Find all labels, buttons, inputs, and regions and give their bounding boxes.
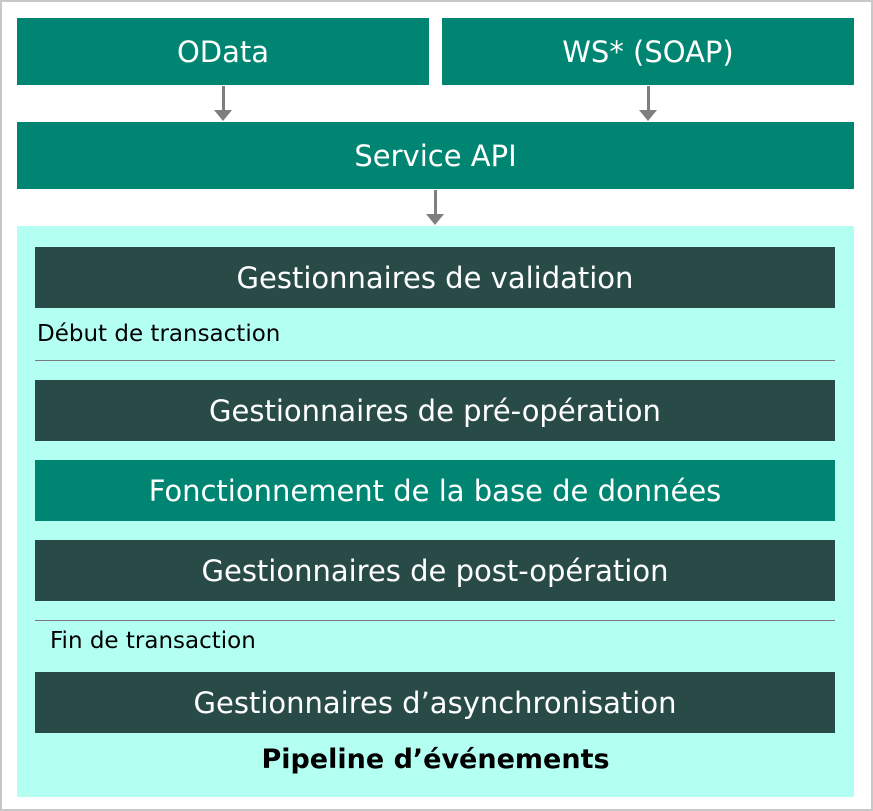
stage-label: Gestionnaires de pré-opération [209, 393, 661, 428]
service-api-label: Service API [354, 138, 517, 173]
async-handlers-stage: Gestionnaires d’asynchronisation [35, 672, 835, 733]
ws-soap-box: WS* (SOAP) [442, 18, 854, 85]
transaction-end-label: Fin de transaction [50, 628, 256, 654]
stage-label: Gestionnaires d’asynchronisation [193, 685, 677, 720]
pre-operation-handlers-stage: Gestionnaires de pré-opération [35, 380, 835, 441]
database-operation-stage: Fonctionnement de la base de données [35, 460, 835, 521]
pipeline-title: Pipeline d’événements [261, 744, 610, 775]
stage-label: Gestionnaires de post-opération [201, 553, 669, 588]
event-pipeline-panel: Gestionnaires de validation Début de tra… [17, 226, 854, 797]
separator-line [35, 360, 835, 361]
transaction-start-label: Début de transaction [37, 321, 281, 347]
odata-box: OData [17, 18, 429, 85]
separator-line [35, 620, 835, 621]
stage-label: Gestionnaires de validation [236, 260, 634, 295]
ws-soap-label: WS* (SOAP) [562, 34, 734, 69]
service-api-box: Service API [17, 122, 854, 189]
post-operation-handlers-stage: Gestionnaires de post-opération [35, 540, 835, 601]
odata-label: OData [176, 34, 270, 69]
validation-handlers-stage: Gestionnaires de validation [35, 247, 835, 308]
stage-label: Fonctionnement de la base de données [148, 473, 722, 508]
